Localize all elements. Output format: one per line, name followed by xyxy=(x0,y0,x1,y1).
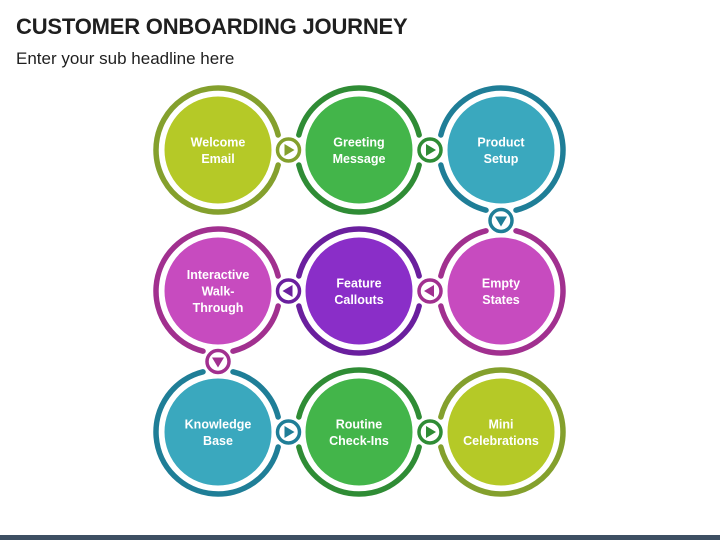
step-circle xyxy=(444,375,558,489)
step-ring xyxy=(153,85,281,215)
ring-arc xyxy=(296,444,422,497)
ring-arc xyxy=(438,367,566,497)
arrow-right-icon xyxy=(284,144,295,156)
step-label: Empty xyxy=(482,276,520,290)
step-ring xyxy=(438,367,566,497)
connector-arrow xyxy=(417,137,443,163)
arrow-right-icon xyxy=(426,144,436,156)
step-label: States xyxy=(482,293,520,307)
step-label: Setup xyxy=(484,152,519,166)
rings-layer xyxy=(153,85,566,497)
step-label: Feature xyxy=(336,276,381,290)
circles-layer: WelcomeEmailGreetingMessageProductSetupE… xyxy=(161,93,558,489)
step-label: Base xyxy=(203,434,233,448)
step-ring xyxy=(153,226,281,354)
step-circle xyxy=(302,234,416,348)
step-circle xyxy=(161,375,275,489)
connector-arrow xyxy=(275,137,302,163)
step-label: Knowledge xyxy=(185,417,252,431)
step-circle xyxy=(302,375,416,489)
connector-arrow xyxy=(275,278,302,304)
ring-arc xyxy=(153,369,281,497)
step-label: Routine xyxy=(336,417,383,431)
connectors-layer xyxy=(205,137,514,445)
ring-arc xyxy=(438,228,566,356)
step-label: Email xyxy=(201,152,234,166)
step-ring xyxy=(296,85,422,215)
connector-arrow xyxy=(417,278,443,304)
ring-arc xyxy=(153,85,281,215)
step-circle xyxy=(444,234,558,348)
step-ring xyxy=(296,367,422,497)
connector-arrow xyxy=(275,419,302,445)
ring-arc xyxy=(296,303,422,356)
ring-arc xyxy=(153,226,281,354)
ring-arc xyxy=(296,162,422,215)
ring-arc xyxy=(230,369,281,420)
step-label: Celebrations xyxy=(463,434,539,448)
step-label: Interactive xyxy=(187,268,250,282)
arrow-down-icon xyxy=(212,357,224,368)
connector-arrow xyxy=(488,207,514,234)
page-subtitle: Enter your sub headline here xyxy=(16,49,235,68)
ring-arc xyxy=(296,85,422,138)
step-label: Through xyxy=(193,301,244,315)
arrow-left-icon xyxy=(282,285,293,297)
ring-arc xyxy=(296,367,422,420)
step-label: Callouts xyxy=(334,293,383,307)
step-label: Check-Ins xyxy=(329,434,389,448)
step-circle xyxy=(161,93,275,207)
arrow-right-icon xyxy=(426,426,436,438)
arrow-right-icon xyxy=(284,426,295,438)
page-title: CUSTOMER ONBOARDING JOURNEY xyxy=(16,14,408,39)
step-ring xyxy=(296,226,422,356)
ring-arc xyxy=(438,85,566,213)
ring-arc xyxy=(296,226,422,279)
ring-arc xyxy=(438,228,489,279)
step-ring xyxy=(153,369,281,497)
arrow-left-icon xyxy=(424,285,434,297)
arrow-down-icon xyxy=(495,216,507,227)
step-circle xyxy=(161,234,275,348)
step-circle xyxy=(444,93,558,207)
ring-arc xyxy=(438,162,489,213)
step-ring xyxy=(438,85,566,213)
step-circle xyxy=(302,93,416,207)
connector-arrow xyxy=(205,348,231,375)
step-ring xyxy=(438,228,566,356)
step-label: Welcome xyxy=(191,135,246,149)
ring-arc xyxy=(230,303,281,354)
step-label: Walk- xyxy=(202,285,235,299)
footer-bar xyxy=(0,535,720,540)
step-label: Greeting xyxy=(333,135,384,149)
step-label: Mini xyxy=(489,417,514,431)
connector-arrow xyxy=(417,419,443,445)
step-label: Product xyxy=(477,135,525,149)
step-label: Message xyxy=(333,152,386,166)
